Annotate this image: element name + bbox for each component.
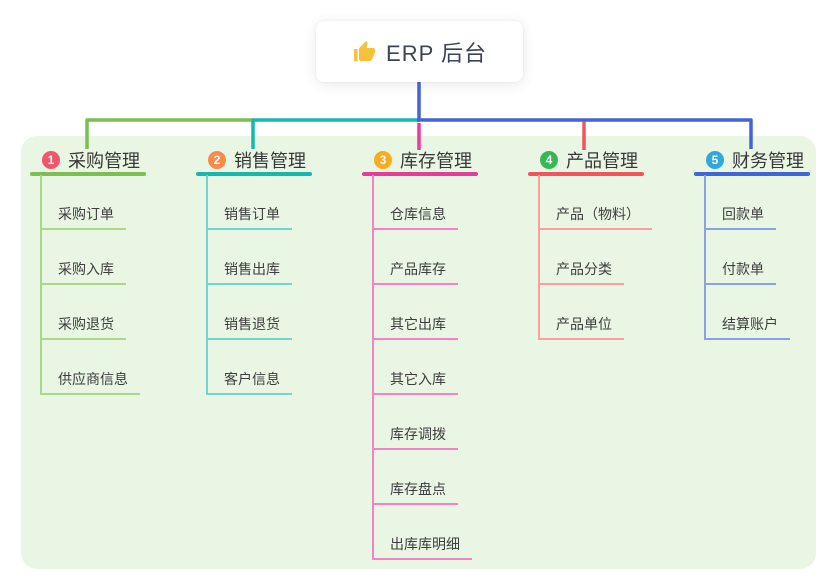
branch-number-badge: 5 bbox=[706, 151, 724, 169]
branch-underline bbox=[362, 172, 478, 176]
child-node[interactable]: 库存调拨 bbox=[372, 425, 458, 450]
child-node[interactable]: 其它出库 bbox=[372, 315, 458, 340]
child-node[interactable]: 客户信息 bbox=[206, 370, 292, 395]
root-node[interactable]: ERP 后台 bbox=[316, 21, 523, 82]
branch-node-product[interactable]: 4 产品管理 bbox=[528, 148, 644, 172]
branch-number-badge: 2 bbox=[208, 151, 226, 169]
branch-underline bbox=[196, 172, 312, 176]
child-node[interactable]: 产品单位 bbox=[538, 315, 624, 340]
branch-label: 销售管理 bbox=[234, 151, 306, 171]
branch-spine-line bbox=[538, 175, 540, 340]
child-node[interactable]: 出库库明细 bbox=[372, 535, 472, 560]
branch-node-inventory[interactable]: 3 库存管理 bbox=[362, 148, 478, 172]
branch-node-sales[interactable]: 2 销售管理 bbox=[196, 148, 312, 172]
child-node[interactable]: 回款单 bbox=[704, 205, 776, 230]
child-node[interactable]: 采购订单 bbox=[40, 205, 126, 230]
child-node[interactable]: 产品库存 bbox=[372, 260, 458, 285]
child-node[interactable]: 其它入库 bbox=[372, 370, 458, 395]
child-node[interactable]: 销售订单 bbox=[206, 205, 292, 230]
child-node[interactable]: 销售退货 bbox=[206, 315, 292, 340]
branch-node-purchase[interactable]: 1 采购管理 bbox=[30, 148, 146, 172]
branch-node-finance[interactable]: 5 财务管理 bbox=[694, 148, 810, 172]
branches-panel bbox=[21, 136, 816, 569]
branch-number-badge: 3 bbox=[374, 151, 392, 169]
branch-number-badge: 1 bbox=[42, 151, 60, 169]
child-node[interactable]: 付款单 bbox=[704, 260, 776, 285]
child-node[interactable]: 采购入库 bbox=[40, 260, 126, 285]
branch-label: 采购管理 bbox=[68, 151, 140, 171]
branch-spine-line bbox=[372, 175, 374, 560]
child-node[interactable]: 销售出库 bbox=[206, 260, 292, 285]
branch-underline bbox=[528, 172, 644, 176]
branch-spine-line bbox=[704, 175, 706, 340]
child-node[interactable]: 供应商信息 bbox=[40, 370, 140, 395]
child-node[interactable]: 结算账户 bbox=[704, 315, 790, 340]
child-node[interactable]: 仓库信息 bbox=[372, 205, 458, 230]
branch-number-badge: 4 bbox=[540, 151, 558, 169]
child-node[interactable]: 产品（物料） bbox=[538, 205, 652, 230]
branch-spine-line bbox=[40, 175, 42, 395]
child-node[interactable]: 产品分类 bbox=[538, 260, 624, 285]
branch-label: 产品管理 bbox=[566, 151, 638, 171]
branch-underline bbox=[694, 172, 810, 176]
branch-label: 库存管理 bbox=[400, 151, 472, 171]
branch-underline bbox=[30, 172, 146, 176]
child-node[interactable]: 采购退货 bbox=[40, 315, 126, 340]
child-node[interactable]: 库存盘点 bbox=[372, 480, 458, 505]
thumbs-up-icon bbox=[354, 40, 376, 61]
branch-label: 财务管理 bbox=[732, 151, 804, 171]
branch-spine-line bbox=[206, 175, 208, 395]
root-node-label: ERP 后台 bbox=[386, 40, 487, 66]
